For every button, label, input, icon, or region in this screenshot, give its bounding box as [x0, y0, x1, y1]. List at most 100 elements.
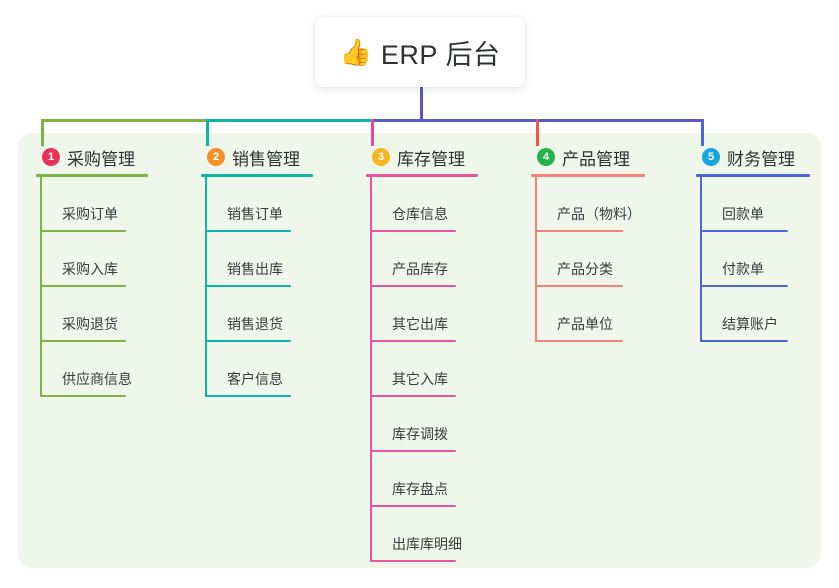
root-drop-line — [420, 87, 423, 122]
leaf-item[interactable]: 销售出库 — [201, 232, 351, 287]
bus-segment-green — [41, 119, 209, 122]
leaf-item[interactable]: 采购退货 — [36, 287, 186, 342]
leaf-item[interactable]: 产品分类 — [531, 232, 681, 287]
leaf-item[interactable]: 产品（物料） — [531, 177, 681, 232]
category-title: 库存管理 — [397, 149, 465, 169]
bus-segment-teal — [206, 119, 374, 122]
leaf-label: 产品分类 — [557, 261, 613, 277]
column-drop-line-1 — [41, 119, 44, 146]
leaf-label: 付款单 — [722, 261, 764, 277]
leaf-label: 采购订单 — [62, 206, 118, 222]
leaf-rule — [205, 285, 291, 287]
column-drop-line-4 — [536, 119, 539, 146]
leaf-item[interactable]: 库存盘点 — [366, 452, 516, 507]
leaf-rule — [205, 340, 291, 342]
leaf-label: 出库库明细 — [392, 536, 462, 552]
leaf-item[interactable]: 其它出库 — [366, 287, 516, 342]
column-drop-line-2 — [206, 119, 209, 146]
leaf-item[interactable]: 销售退货 — [201, 287, 351, 342]
leaf-label: 客户信息 — [227, 371, 283, 387]
leaf-item[interactable]: 出库库明细 — [366, 507, 516, 562]
category-rule — [696, 174, 810, 177]
category-title: 财务管理 — [727, 149, 795, 169]
category-header-4[interactable]: 4 产品管理 — [531, 146, 681, 169]
leaf-item[interactable]: 库存调拨 — [366, 397, 516, 452]
category-title: 采购管理 — [67, 149, 135, 169]
leaf-spine — [40, 177, 42, 397]
leaf-label: 产品库存 — [392, 261, 448, 277]
leaf-spine — [370, 177, 372, 562]
category-badge-2: 2 — [207, 148, 225, 166]
category-rule — [36, 174, 148, 177]
leaf-rule — [205, 395, 291, 397]
category-badge-4: 4 — [537, 148, 555, 166]
leaf-rule — [700, 285, 788, 287]
leaf-item[interactable]: 客户信息 — [201, 342, 351, 397]
leaf-rule — [370, 450, 456, 452]
leaf-label: 采购退货 — [62, 316, 118, 332]
leaf-item[interactable]: 其它入库 — [366, 342, 516, 397]
category-header-5[interactable]: 5 财务管理 — [696, 146, 818, 169]
leaf-item[interactable]: 采购订单 — [36, 177, 186, 232]
leaf-label: 回款单 — [722, 206, 764, 222]
leaf-list: 采购订单采购入库采购退货供应商信息 — [36, 177, 186, 397]
leaf-list: 回款单付款单结算账户 — [696, 177, 818, 342]
category-rule — [201, 174, 313, 177]
thumbs-up-icon: 👍 — [339, 37, 372, 67]
category-column-1: 1 采购管理采购订单采购入库采购退货供应商信息 — [36, 146, 186, 397]
leaf-spine — [535, 177, 537, 342]
leaf-label: 产品（物料） — [557, 206, 641, 222]
leaf-rule — [370, 285, 456, 287]
column-drop-line-3 — [371, 119, 374, 146]
leaf-rule — [40, 395, 126, 397]
category-title: 产品管理 — [562, 149, 630, 169]
leaf-rule — [370, 230, 456, 232]
leaf-label: 销售退货 — [227, 316, 283, 332]
leaf-item[interactable]: 仓库信息 — [366, 177, 516, 232]
leaf-list: 销售订单销售出库销售退货客户信息 — [201, 177, 351, 397]
leaf-item[interactable]: 产品单位 — [531, 287, 681, 342]
category-column-3: 3 库存管理仓库信息产品库存其它出库其它入库库存调拨库存盘点出库库明细 — [366, 146, 516, 562]
leaf-label: 结算账户 — [722, 316, 778, 332]
leaf-item[interactable]: 结算账户 — [696, 287, 818, 342]
leaf-rule — [535, 340, 623, 342]
category-column-4: 4 产品管理产品（物料） 产品分类产品单位 — [531, 146, 681, 342]
diagram-panel — [18, 133, 821, 568]
category-badge-5: 5 — [702, 148, 720, 166]
leaf-rule — [370, 560, 456, 562]
leaf-rule — [40, 230, 126, 232]
leaf-label: 采购入库 — [62, 261, 118, 277]
leaf-item[interactable]: 付款单 — [696, 232, 818, 287]
leaf-label: 其它入库 — [392, 371, 448, 387]
leaf-rule — [535, 230, 623, 232]
leaf-rule — [40, 285, 126, 287]
leaf-label: 其它出库 — [392, 316, 448, 332]
leaf-label: 供应商信息 — [62, 371, 132, 387]
leaf-item[interactable]: 回款单 — [696, 177, 818, 232]
category-rule — [366, 174, 478, 177]
leaf-rule — [370, 395, 456, 397]
leaf-list: 产品（物料） 产品分类产品单位 — [531, 177, 681, 342]
leaf-rule — [535, 285, 623, 287]
category-header-1[interactable]: 1 采购管理 — [36, 146, 186, 169]
leaf-rule — [370, 340, 456, 342]
category-header-2[interactable]: 2 销售管理 — [201, 146, 351, 169]
category-badge-3: 3 — [372, 148, 390, 166]
leaf-item[interactable]: 销售订单 — [201, 177, 351, 232]
leaf-rule — [40, 340, 126, 342]
leaf-label: 仓库信息 — [392, 206, 448, 222]
leaf-label: 销售出库 — [227, 261, 283, 277]
leaf-item[interactable]: 供应商信息 — [36, 342, 186, 397]
category-header-3[interactable]: 3 库存管理 — [366, 146, 516, 169]
leaf-item[interactable]: 采购入库 — [36, 232, 186, 287]
category-title: 销售管理 — [232, 149, 300, 169]
leaf-rule — [700, 340, 788, 342]
category-column-2: 2 销售管理销售订单销售出库销售退货客户信息 — [201, 146, 351, 397]
root-node[interactable]: 👍 ERP 后台 — [315, 17, 525, 87]
leaf-item[interactable]: 产品库存 — [366, 232, 516, 287]
category-badge-1: 1 — [42, 148, 60, 166]
leaf-label: 库存调拨 — [392, 426, 448, 442]
leaf-spine — [205, 177, 207, 397]
column-drop-line-5 — [701, 119, 704, 146]
